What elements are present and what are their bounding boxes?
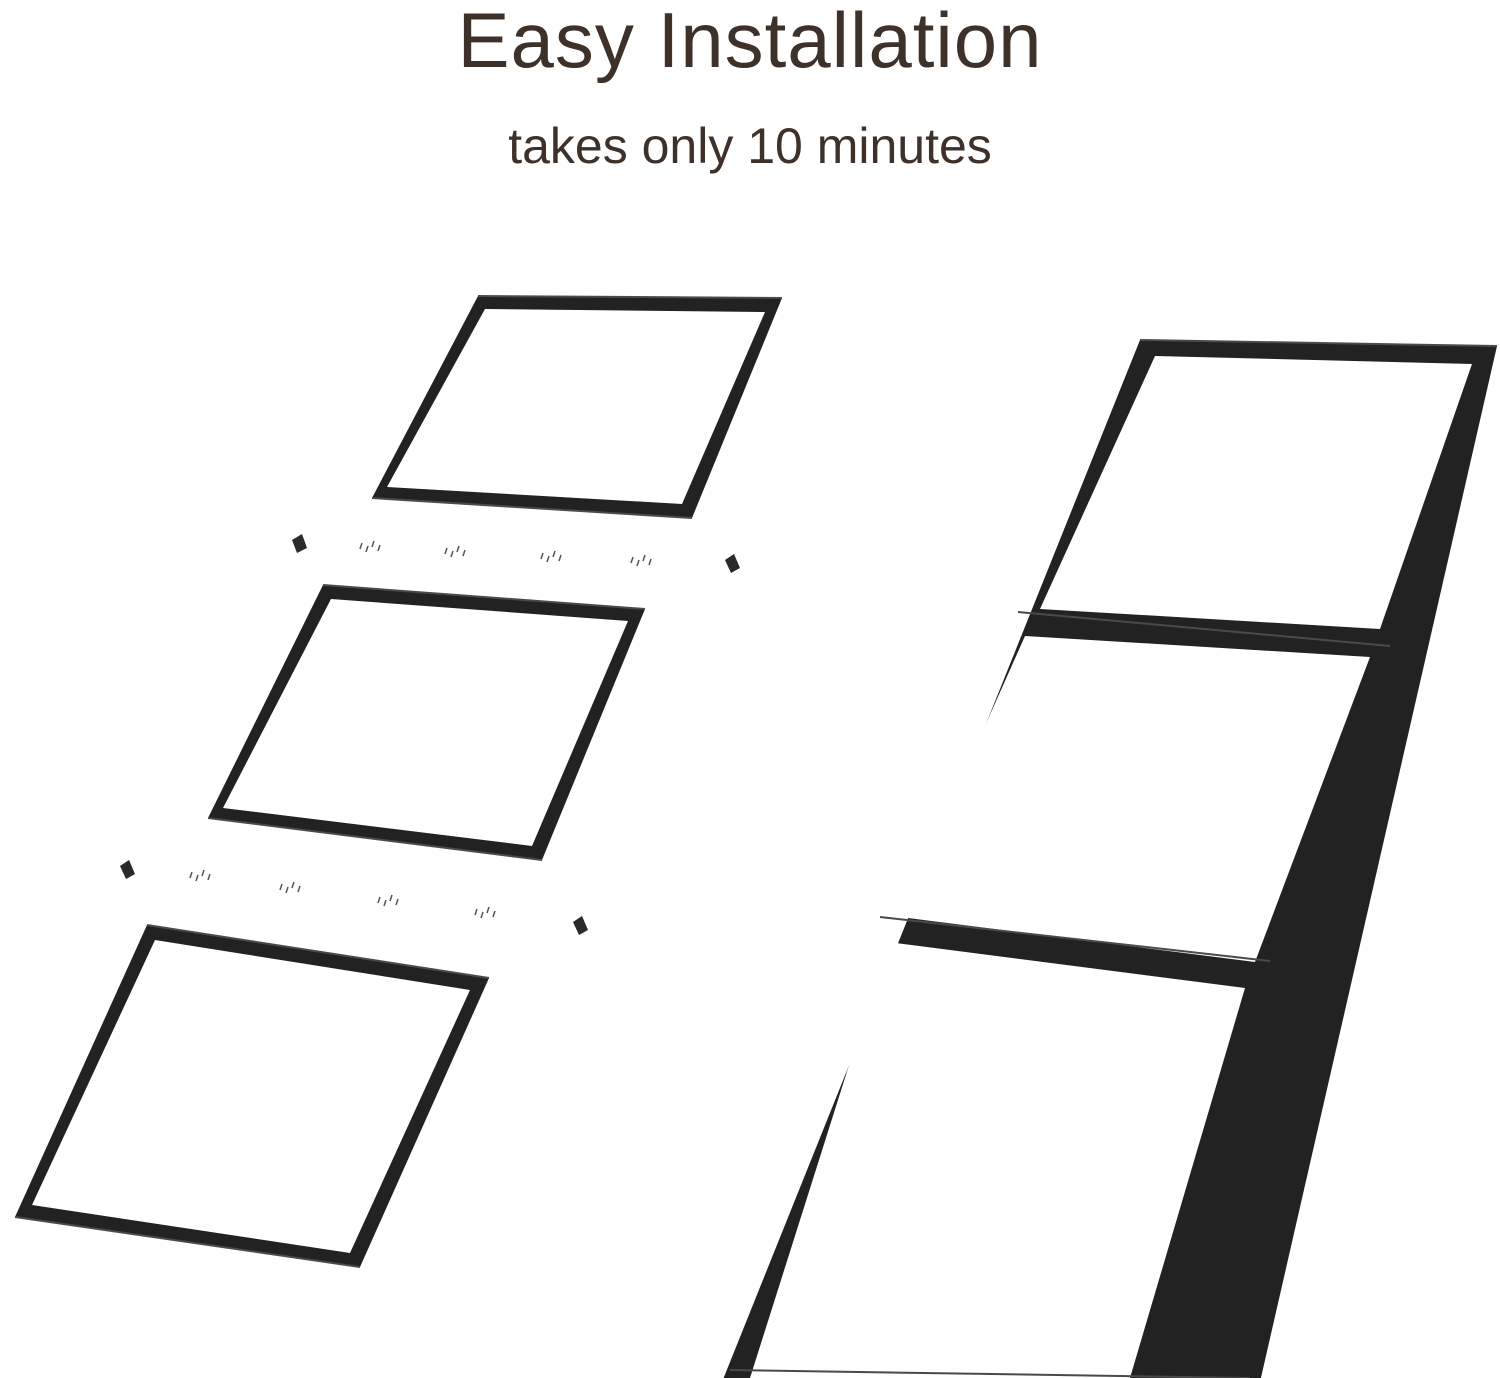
corner-bracket-icon <box>573 916 588 935</box>
page-subtitle: takes only 10 minutes <box>508 118 992 174</box>
corner-bracket-icon <box>292 534 307 553</box>
connectors-row-2 <box>120 860 588 935</box>
corner-bracket-icon <box>725 554 740 573</box>
exploded-frame-top <box>371 295 783 519</box>
connector-pins-icon <box>189 869 496 919</box>
connector-pins-icon <box>359 540 652 567</box>
exploded-frame-bottom <box>14 924 490 1268</box>
corner-bracket-icon <box>120 860 135 879</box>
assembled-frame <box>723 339 1498 1378</box>
page-title: Easy Installation <box>457 0 1043 84</box>
exploded-frame-middle <box>207 584 646 861</box>
connectors-row-1 <box>292 534 740 573</box>
